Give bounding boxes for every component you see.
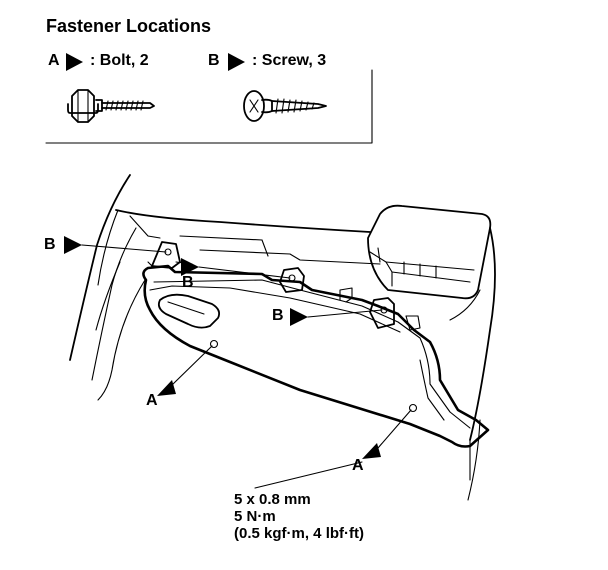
callout-a-left: A bbox=[146, 392, 158, 409]
callout-arrow-b-middle-icon bbox=[181, 258, 199, 276]
legend-text-a: : Bolt, 2 bbox=[90, 52, 149, 69]
spec-torque-nm: 5 N·m bbox=[234, 508, 276, 525]
spec-size: 5 x 0.8 mm bbox=[234, 491, 311, 508]
bolt-icon bbox=[67, 89, 155, 123]
legend-arrow-b-icon bbox=[228, 53, 245, 71]
callout-b-upper-left: B bbox=[44, 236, 56, 253]
torque-spec: 5 x 0.8 mm 5 N·m (0.5 kgf·m, 4 lbf·ft) bbox=[234, 491, 364, 542]
legend-title: Fastener Locations bbox=[46, 16, 211, 36]
legend-letter-a: A bbox=[48, 52, 60, 69]
spec-torque-alt: (0.5 kgf·m, 4 lbf·ft) bbox=[234, 525, 364, 542]
fastener-legend: Fastener Locations A : Bolt, 2 B : Screw… bbox=[45, 16, 373, 144]
leader-b-middle bbox=[198, 266, 291, 279]
legend-text-b: : Screw, 3 bbox=[252, 52, 326, 69]
callout-a-right: A bbox=[352, 457, 364, 474]
leader-b-upper-left bbox=[81, 244, 167, 253]
callouts: B B B A A bbox=[44, 236, 412, 489]
leader-b-right bbox=[307, 309, 383, 318]
callout-arrow-a-left-icon bbox=[157, 380, 176, 396]
callout-arrow-a-right-icon bbox=[362, 443, 381, 459]
vehicle-body bbox=[69, 174, 496, 501]
callout-arrow-b-right-icon bbox=[290, 308, 308, 326]
legend-arrow-a-icon bbox=[66, 53, 83, 71]
legend-frame bbox=[45, 69, 373, 144]
leader-a-right bbox=[377, 409, 412, 449]
callout-arrow-b-upper-left-icon bbox=[64, 236, 82, 254]
leader-spec bbox=[254, 461, 363, 489]
callout-b-middle: B bbox=[182, 274, 194, 291]
screw-icon bbox=[243, 90, 327, 122]
callout-b-right: B bbox=[272, 307, 284, 324]
legend-letter-b: B bbox=[208, 52, 220, 69]
leader-a-left bbox=[171, 345, 213, 386]
